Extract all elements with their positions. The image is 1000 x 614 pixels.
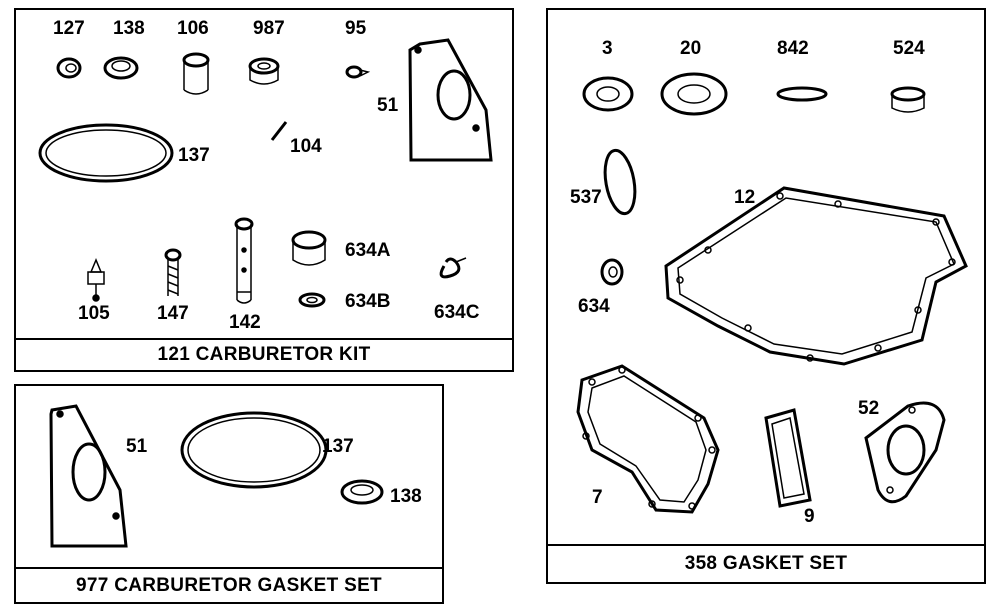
part-95-screw — [345, 65, 371, 79]
label-634b: 634B — [345, 291, 391, 312]
label-95: 95 — [345, 18, 367, 39]
part-20-seal — [660, 72, 728, 116]
part-537-ring — [603, 148, 637, 216]
part-106-cylinder — [182, 52, 210, 95]
label-987: 987 — [253, 18, 285, 39]
label-537: 537 — [570, 187, 602, 208]
label-147: 147 — [157, 303, 189, 324]
part-138-seal — [340, 479, 384, 505]
part-137-ring — [38, 123, 174, 183]
part-634-washer — [600, 258, 624, 286]
carburetor-kit-panel: 127 138 106 987 95 51 137 104 105 147 14… — [14, 8, 514, 372]
part-52-intake-gasket — [864, 401, 946, 504]
carburetor-kit-parts — [38, 38, 493, 308]
part-105-needle — [87, 258, 105, 302]
label-127: 127 — [53, 18, 85, 39]
part-634b-washer — [298, 292, 326, 308]
part-634a-bushing — [291, 230, 327, 266]
part-127-washer — [56, 57, 82, 79]
label-138: 138 — [390, 486, 422, 507]
label-137: 137 — [322, 436, 354, 457]
label-3: 3 — [602, 38, 613, 59]
part-3-seal — [582, 76, 634, 112]
gasket-set-panel: 3 20 842 524 537 12 634 52 7 9 358 GASKE… — [546, 8, 986, 584]
label-634c: 634C — [434, 302, 480, 323]
part-987-bushing — [248, 57, 280, 85]
label-137: 137 — [178, 145, 210, 166]
label-12: 12 — [734, 187, 756, 208]
part-147-screw — [164, 248, 182, 296]
carburetor-gasket-set-parts — [49, 404, 384, 548]
part-524-plug — [890, 86, 926, 113]
label-9: 9 — [804, 506, 815, 527]
part-12-crankcase-gasket — [664, 186, 968, 366]
part-9-breather-gasket — [764, 408, 812, 508]
part-138-seal — [103, 56, 139, 80]
label-51: 51 — [377, 95, 399, 116]
label-842: 842 — [777, 38, 809, 59]
carburetor-kit-title: 121 CARBURETOR KIT — [16, 338, 512, 370]
label-104: 104 — [290, 136, 322, 157]
carburetor-gasket-set-panel: 51 137 138 977 CARBURETOR GASKET SET — [14, 384, 444, 604]
label-524: 524 — [893, 38, 925, 59]
label-7: 7 — [592, 487, 603, 508]
carburetor-gasket-set-title: 977 CARBURETOR GASKET SET — [16, 567, 442, 602]
part-51-plate — [408, 38, 493, 162]
label-634: 634 — [578, 296, 610, 317]
gasket-set-parts — [576, 72, 968, 514]
label-51: 51 — [126, 436, 148, 457]
label-106: 106 — [177, 18, 209, 39]
part-142-tube — [234, 217, 254, 304]
part-634c-spring — [439, 257, 467, 279]
label-52: 52 — [858, 398, 880, 419]
part-104-pin — [270, 121, 288, 141]
part-137-ring — [180, 411, 328, 489]
label-138: 138 — [113, 18, 145, 39]
label-20: 20 — [680, 38, 702, 59]
part-51-plate — [49, 404, 128, 548]
label-634a: 634A — [345, 240, 391, 261]
label-142: 142 — [229, 312, 261, 333]
part-842-o-ring — [776, 86, 828, 102]
part-7-head-gasket — [576, 364, 720, 514]
gasket-set-title: 358 GASKET SET — [548, 544, 984, 582]
label-105: 105 — [78, 303, 110, 324]
